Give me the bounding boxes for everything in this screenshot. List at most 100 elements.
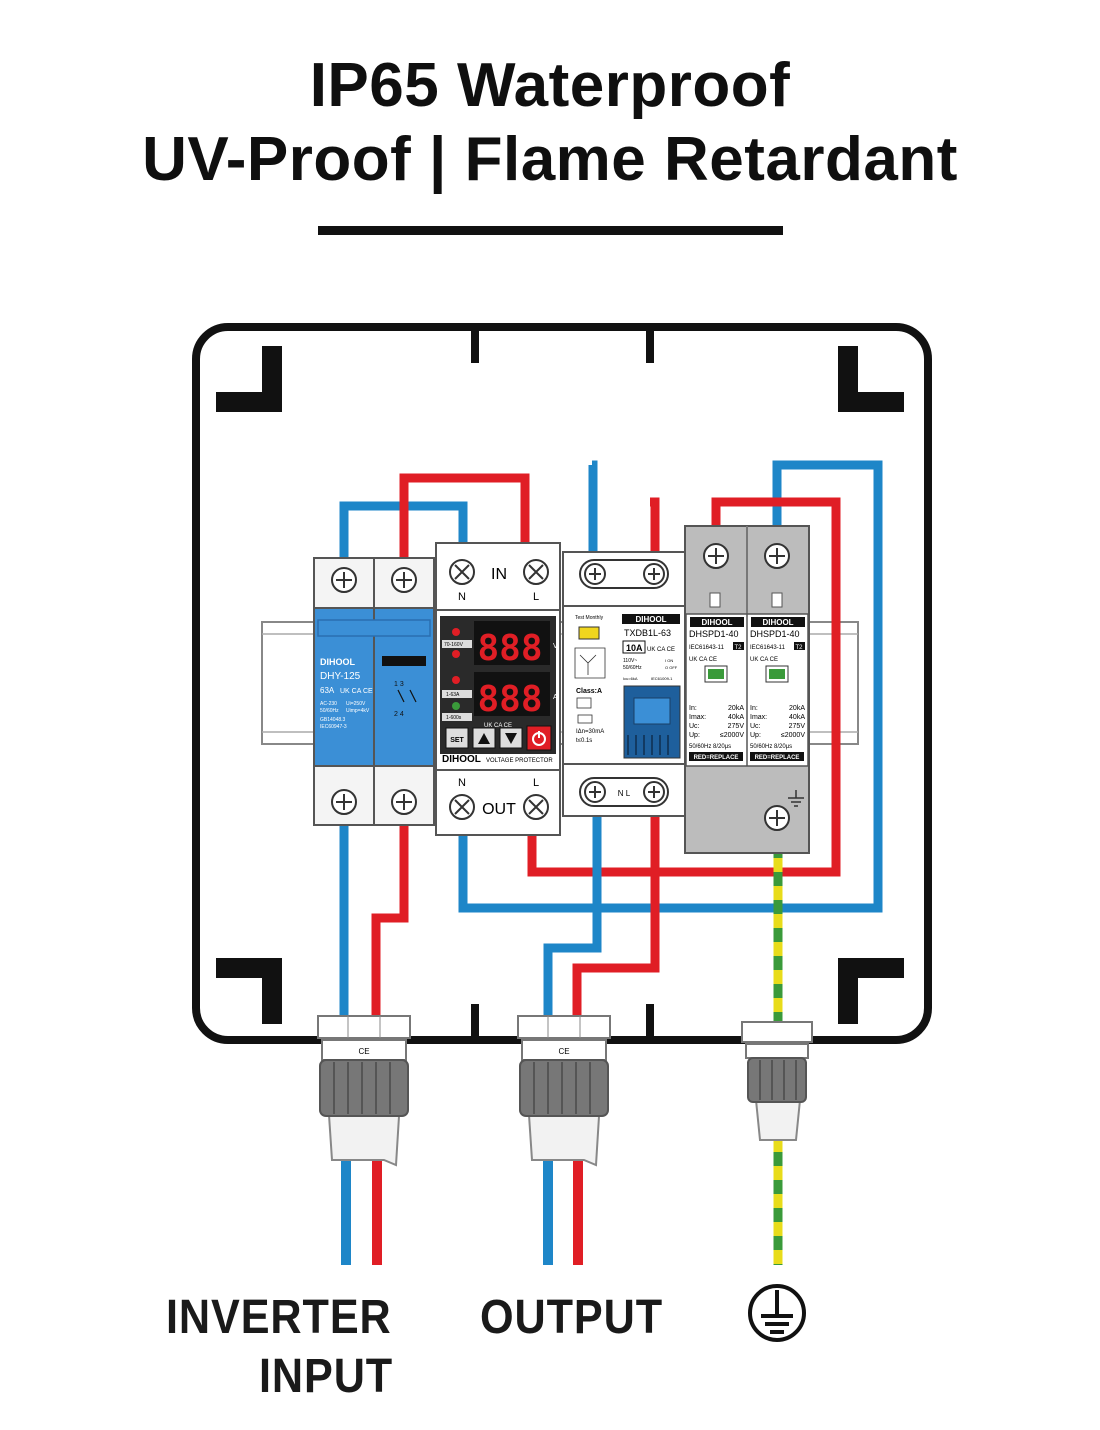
spd2-uc-val: 275V — [789, 723, 806, 730]
spd1-uc-val: 275V — [728, 723, 745, 730]
enclosure-corner-brackets — [216, 346, 904, 1024]
rcbo-rating: 10A — [626, 643, 643, 653]
title-line-1: IP65 Waterproof — [309, 51, 791, 120]
inverter-gland: CE — [317, 1015, 411, 1117]
spd1-imax-val: 40kA — [728, 714, 744, 721]
vp-set-button[interactable] — [445, 727, 469, 749]
spd1-type: T2 — [734, 645, 742, 651]
vp-range-a: 1-63A — [446, 692, 460, 698]
vp-set-label: SET — [450, 737, 464, 744]
spd2-indicator — [769, 669, 785, 679]
spd2-up-val: ≤2000V — [781, 732, 805, 739]
earth-cable-sheath — [754, 1099, 802, 1141]
rcbo-test-button[interactable] — [578, 626, 600, 640]
spd2-brand: DIHOOL — [762, 618, 793, 627]
voltage-protector: IN N L 888 888 V A 70-160V 1-63A 1-600s … — [435, 542, 561, 836]
breaker-marks: UK CA CE — [340, 688, 373, 695]
spd2-std: IEC61643-11 — [750, 645, 786, 651]
inverter-label-line-2: INPUT — [259, 1350, 394, 1403]
rcbo-class: Class:A — [576, 688, 602, 695]
breaker-poles-top: 1 3 — [394, 681, 404, 688]
spd-module-1: DIHOOL DHSPD1-40 IEC61643-11 T2 UK CA CE… — [689, 617, 744, 761]
rcbo-marks: UK CA CE — [647, 647, 675, 653]
rcbo: Test Monthly DIHOOL TXDB1L-63 10A UK CA … — [562, 551, 686, 817]
spd2-model: DHSPD1-40 — [750, 629, 800, 639]
spd2-type: T2 — [795, 645, 803, 651]
vp-brand: DIHOOL — [442, 754, 481, 765]
earth-gland — [741, 1021, 813, 1103]
up-arrow-icon — [478, 733, 490, 744]
breaker-poles-bottom: 2 4 — [394, 711, 404, 718]
isolator-breaker: DIHOOL DHY-125 63A UK CA CE AC-230 Ui=25… — [313, 557, 435, 826]
breaker-spec3: Ui=250V — [346, 701, 366, 707]
breaker-brand: DIHOOL — [320, 657, 356, 667]
spd2-uc-label: Uc: — [750, 723, 761, 730]
vp-in-l: L — [533, 591, 539, 603]
vp-in-label: IN — [491, 566, 507, 583]
spd2-in-label: In: — [750, 705, 758, 712]
rcbo-voltage: 110V~ — [623, 658, 637, 664]
spd1-indicator — [708, 669, 724, 679]
rcbo-icu: Icu=6kA — [623, 676, 638, 681]
spd1-in-label: In: — [689, 705, 697, 712]
vp-range-t: 1-600s — [446, 715, 462, 721]
rcbo-freq: 50/60Hz — [623, 665, 642, 671]
rcbo-model: TXDB1L-63 — [624, 628, 671, 638]
inverter-label-line-1: INVERTER — [166, 1291, 392, 1344]
spd1-in-val: 20kA — [728, 705, 744, 712]
vp-out-n: N — [458, 777, 466, 789]
ground-symbol-icon — [748, 1284, 806, 1342]
rcbo-brand: DIHOOL — [635, 615, 666, 624]
vp-display-current: 888 — [477, 679, 542, 720]
svg-text:CE: CE — [358, 1047, 369, 1056]
spd2-freq: 50/60Hz 8/20μs — [750, 744, 792, 750]
svg-text:CE: CE — [558, 1047, 569, 1056]
vp-display-voltage: 888 — [477, 628, 542, 669]
spd2-in-val: 20kA — [789, 705, 805, 712]
breaker-spec2: 50/60Hz — [320, 708, 339, 714]
spd1-std: IEC61643-11 — [689, 645, 725, 651]
spd1-imax-label: Imax: — [689, 714, 706, 721]
spd2-marks: UK CA CE — [750, 657, 778, 663]
spd1-uc-label: Uc: — [689, 723, 700, 730]
vp-range-v: 70-160V — [444, 642, 464, 648]
breaker-model: DHY-125 — [320, 671, 361, 682]
breaker-rating: 63A — [320, 686, 335, 695]
down-arrow-icon — [505, 733, 517, 744]
spd1-up-val: ≤2000V — [720, 732, 744, 739]
output-label: OUTPUT — [480, 1291, 663, 1344]
breaker-spec4: Uimp=4kV — [346, 708, 370, 714]
spd1-replace: RED=REPLACE — [694, 755, 739, 761]
spd1-freq: 50/60Hz 8/20μs — [689, 744, 731, 750]
breaker-std1: GB14048.3 — [320, 717, 346, 723]
title-line-2: UV-Proof | Flame Retardant — [142, 125, 958, 194]
rcbo-test: Test Monthly — [575, 615, 604, 621]
spd2-imax-label: Imax: — [750, 714, 767, 721]
rcbo-bottom-terminals: N L — [618, 789, 631, 798]
spd1-marks: UK CA CE — [689, 657, 717, 663]
vp-unit-v: V — [553, 643, 558, 650]
spd1-brand: DIHOOL — [701, 618, 732, 627]
rcbo-std: IEC61009-1 — [651, 676, 673, 681]
vp-out-label: OUT — [482, 801, 516, 818]
spd1-up-label: Up: — [689, 732, 700, 739]
vp-product: VOLTAGE PROTECTOR — [486, 758, 553, 764]
breaker-std2: IEC60947-3 — [320, 724, 347, 730]
spd1-model: DHSPD1-40 — [689, 629, 739, 639]
title-underline — [318, 226, 783, 235]
vp-in-n: N — [458, 591, 466, 603]
spd2-imax-val: 40kA — [789, 714, 805, 721]
rcbo-time: t≤0.1s — [576, 738, 592, 744]
vp-out-l: L — [533, 777, 539, 789]
surge-protector — [684, 525, 810, 854]
spd-ground-icon — [788, 790, 804, 807]
wires — [339, 460, 883, 1030]
rcbo-idn: IΔn=30mA — [576, 729, 604, 735]
vp-marks: UK CA CE — [484, 723, 512, 729]
spd-module-2: DIHOOL DHSPD1-40 IEC61643-11 T2 UK CA CE… — [750, 617, 805, 761]
breaker-spec1: AC-230 — [320, 701, 337, 707]
spd2-replace: RED=REPLACE — [755, 755, 800, 761]
rcbo-off: O OFF — [665, 665, 678, 670]
spd2-up-label: Up: — [750, 732, 761, 739]
